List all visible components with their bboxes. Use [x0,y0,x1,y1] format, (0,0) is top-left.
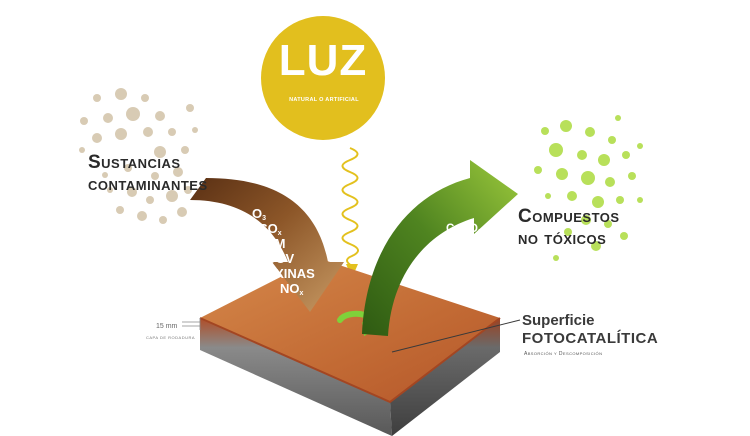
particle-dot [93,94,101,102]
particle-dot [553,255,559,261]
particle-dot [107,187,113,193]
particle-dot [192,127,198,133]
compound-arrow [362,160,518,336]
particle-dot [616,196,624,204]
particle-dot [567,191,577,201]
layer-caption: CAPA DE RODADURA [146,335,196,340]
particle-dot [124,164,132,172]
particle-dot [146,196,154,204]
particle-dot [622,151,630,159]
particle-dot [560,120,572,132]
pollutant-item: PM [266,236,286,251]
particle-dot [168,128,176,136]
compounds-heading-line1: Compuestos [518,206,620,227]
particle-dot [549,143,563,157]
particle-dot [620,232,628,240]
particle-dot [159,216,167,224]
pollutant-item: COV [266,251,295,266]
particle-dot [534,166,542,174]
particle-dot [556,168,568,180]
particle-dot [581,171,595,185]
pollutant-item: NOx [280,281,304,297]
particle-dot [581,215,591,225]
particle-dot [137,211,147,221]
particle-dot [637,197,643,203]
surface-caption: Absorción y Descomposición [524,351,603,357]
particle-dot [155,111,165,121]
sun-circle [261,16,385,140]
particle-dot [181,146,189,154]
particle-dot [604,220,612,228]
particle-dot [103,113,113,123]
surface-label: Superficie [522,312,595,329]
particle-dot [564,228,572,236]
particle-dot [141,94,149,102]
particle-dot [116,206,124,214]
particle-dot [115,128,127,140]
surface-leader-line [391,319,521,353]
compounds-heading: Compuestos no tóxicos [518,206,620,250]
particle-dot [79,147,85,153]
compounds-heading-line2: no tóxicos [518,228,607,249]
particle-dot [126,107,140,121]
particle-dot [80,117,88,125]
compound-item: CaCO3 [446,223,482,236]
particle-dot [173,167,183,177]
particle-dot [184,186,192,194]
particle-dot [545,193,551,199]
layer-thickness: 15 mm [156,323,178,330]
particle-dot [591,241,601,251]
pavement-slab [199,258,501,436]
particle-dot [154,146,166,158]
particle-dot [577,150,587,160]
particle-dot [598,154,610,166]
pollutant-particles [79,88,198,224]
particle-dot [615,115,621,121]
light-subtitle: NATURAL O ARTIFICIAL [289,97,359,103]
surface-type-label: FOTOCATALÍTICA [522,330,659,347]
pollutant-item: DIOXINAS [252,266,315,281]
particle-dot [605,177,615,187]
particle-dot [166,190,178,202]
particle-dot [628,172,636,180]
particle-dot [127,187,137,197]
particle-dot [151,172,159,180]
particle-dot [186,104,194,112]
particle-dot [115,88,127,100]
particle-dot [92,133,102,143]
compound-item: CaNO3 [446,238,482,251]
pollutants-heading-line1: Sustancias [88,152,181,173]
particle-dot [143,127,153,137]
pollutants-heading-line2: contaminantes [88,174,208,195]
light-ray [341,147,359,267]
particle-dot [177,207,187,217]
pollutant-item: O3 [252,206,267,222]
pollutant-arrow [190,178,344,312]
particle-dot [608,136,616,144]
photocatalytic-surface [200,258,500,402]
particle-dot [585,127,595,137]
pollutant-item: SOx [259,221,282,237]
particle-dot [637,143,643,149]
particle-dot [102,172,108,178]
light-title: LUZ [278,36,368,85]
particle-dot [592,196,604,208]
compound-particles [534,115,643,261]
particle-dot [541,127,549,135]
pollutants-heading: Sustancias contaminantes [88,152,208,196]
